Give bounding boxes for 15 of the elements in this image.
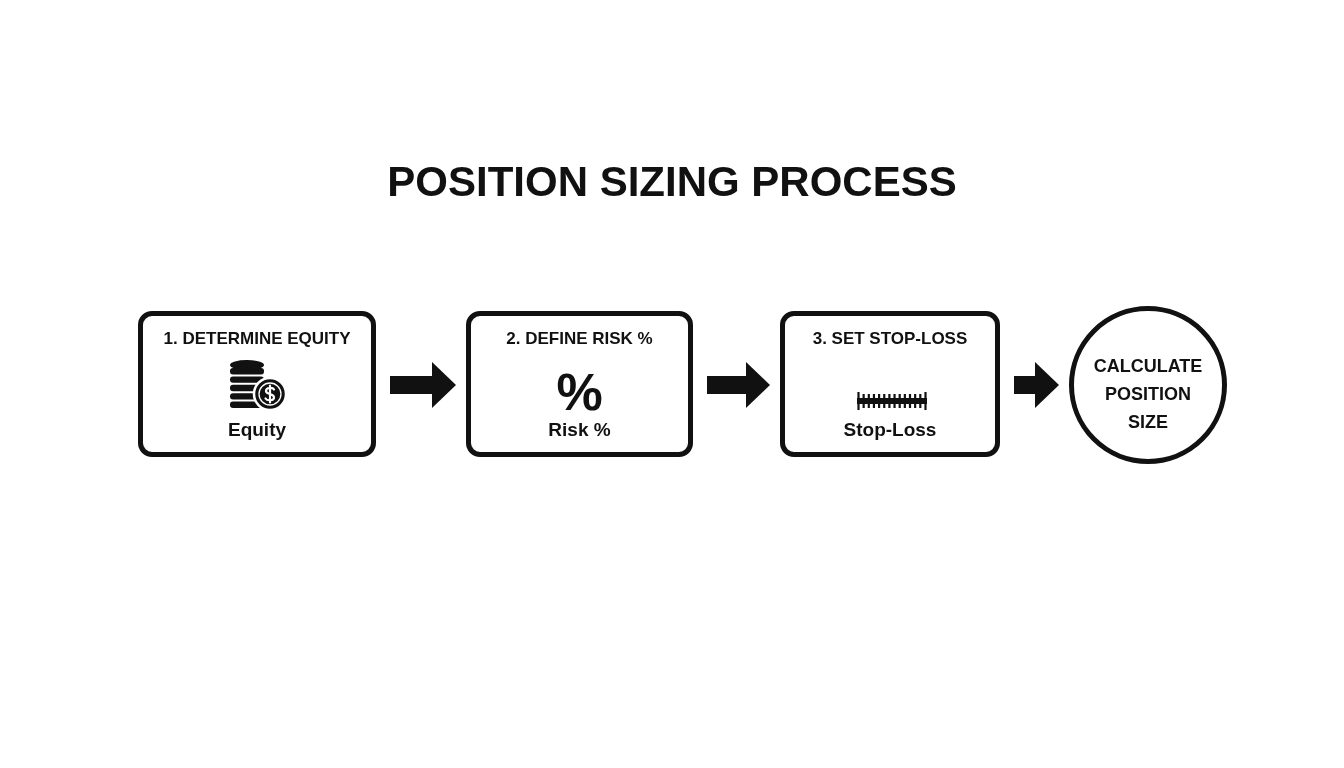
step-label: Risk % <box>548 419 611 441</box>
step-heading: 3. SET STOP-LOSS <box>812 329 968 349</box>
process-box <box>780 311 1000 457</box>
step-heading: 2. DEFINE RISK % <box>506 329 653 349</box>
step-label: Equity <box>227 419 287 441</box>
process-box <box>466 311 693 457</box>
step-label: CALCULATE POSITION SIZE <box>1093 355 1203 434</box>
diagram-title: POSITION SIZING PROCESS <box>387 157 957 207</box>
step-label: Stop-Loss <box>843 419 937 441</box>
arrow <box>707 362 770 408</box>
arrow <box>1014 362 1059 408</box>
process-box <box>138 311 376 457</box>
arrow <box>390 362 456 408</box>
percent-sign: % <box>556 366 603 418</box>
step-heading: 1. DETERMINE EQUITY <box>163 329 351 349</box>
